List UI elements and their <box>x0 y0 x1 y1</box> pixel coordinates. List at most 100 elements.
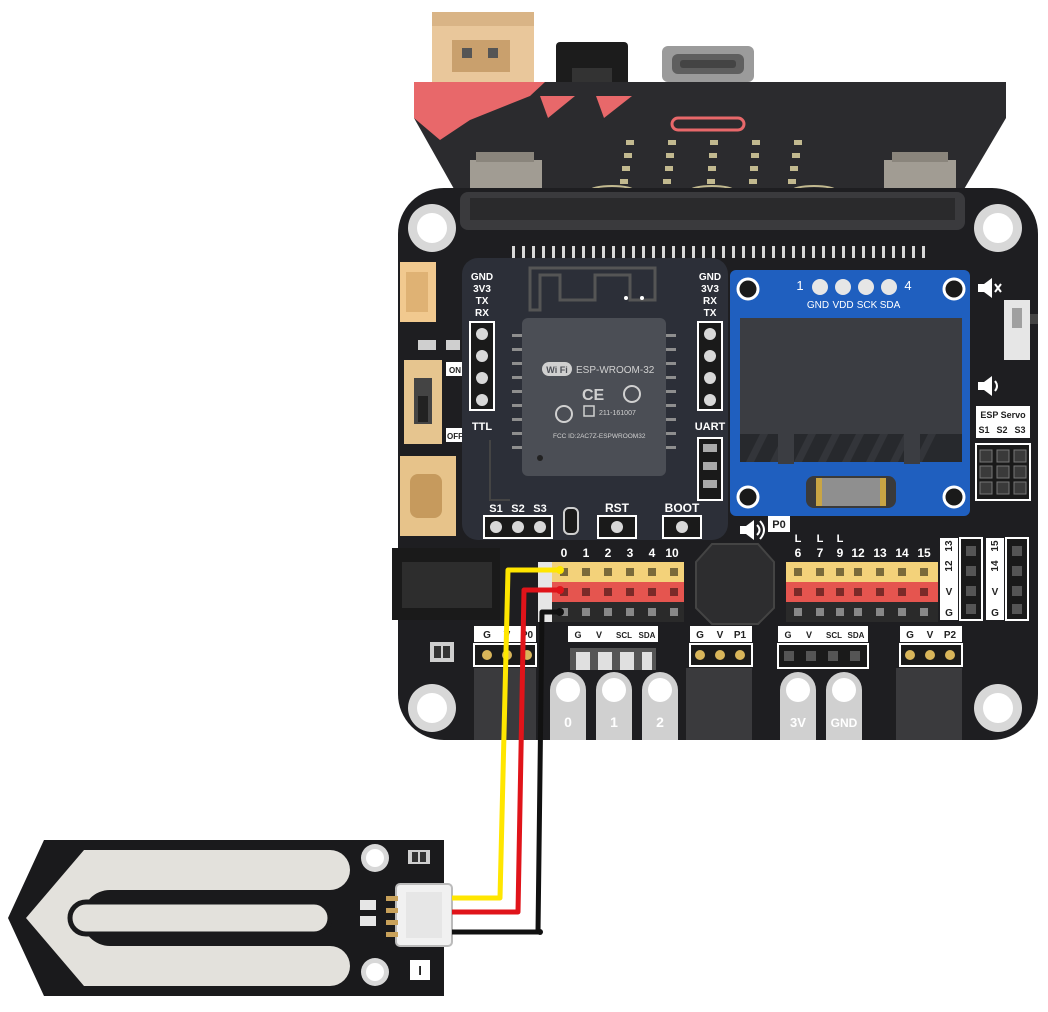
ttl-pin-label: 3V3 <box>473 284 491 295</box>
gvg-label: G <box>945 608 953 619</box>
side-pin-label: 14 <box>990 560 1001 572</box>
port-p2: G V P2 <box>899 626 963 667</box>
boot-button[interactable] <box>662 515 702 539</box>
port-label: SCL <box>826 631 842 640</box>
pin-label: 4 <box>649 546 656 560</box>
ce-mark: CE <box>582 387 605 404</box>
ttl-pin-label: TX <box>476 296 489 307</box>
s-header-label: S2 <box>511 503 524 515</box>
uart-pin-label: GND <box>699 272 721 283</box>
pin-label: 13 <box>873 546 887 560</box>
speaker-switch[interactable] <box>1004 300 1038 360</box>
wire-signal <box>452 567 560 901</box>
oled-pin-label: SDA <box>880 300 901 311</box>
port-label: P1 <box>734 630 747 641</box>
esp-servo-header: ESP Servo S1 S2 S3 <box>975 406 1031 501</box>
ttl-header: GND 3V3 TX RX TTL <box>469 272 495 433</box>
edge-pad-0: 0 <box>550 672 586 740</box>
oled-pin-label: GND <box>807 300 829 311</box>
esp-servo-title: ESP Servo <box>980 410 1026 420</box>
side-header-12-13: G V 12 13 <box>940 537 983 621</box>
s-header: S1 S2 S3 <box>483 503 553 539</box>
mounting-hole <box>974 684 1022 732</box>
ttl-pin-label: GND <box>471 272 493 283</box>
esp-wroom-32-module <box>522 318 666 476</box>
port-label: G <box>574 630 581 640</box>
mounting-hole <box>974 204 1022 252</box>
port-label: G <box>906 630 914 641</box>
s-header-label: S3 <box>533 503 546 515</box>
port-p1: G V P1 <box>689 626 753 667</box>
wifi-logo: Wi Fi <box>546 365 567 375</box>
pin-label: 15 <box>917 546 931 560</box>
rst-label: RST <box>605 501 630 515</box>
oled-pin-start: 1 <box>796 278 803 293</box>
edge-pad-1: 1 <box>596 672 632 740</box>
mounting-hole <box>408 684 456 732</box>
microbit-board <box>414 82 1006 202</box>
port-label: V <box>927 630 934 641</box>
usb-connector <box>662 46 754 82</box>
port-label: G <box>696 630 704 641</box>
esp-servo-port: S3 <box>1014 425 1025 435</box>
oled-display: 1 4 GND VDD SCK SDA <box>730 270 970 516</box>
fcc-id: FCC ID:2AC7Z-ESPWROOM32 <box>553 433 646 440</box>
edge-pad-2: 2 <box>642 672 678 740</box>
pin-label: 3 <box>627 546 634 560</box>
uart-header: GND 3V3 RX TX UART <box>695 272 726 501</box>
port-label: SDA <box>639 631 656 640</box>
sensor-label: I <box>418 963 422 978</box>
pin-label: 9 <box>837 546 844 560</box>
led-indicator <box>563 507 579 535</box>
pin-label: 2 <box>605 546 612 560</box>
pin-label: 0 <box>561 546 568 560</box>
edge-pad-label: 2 <box>656 714 664 730</box>
pin-label: 14 <box>895 546 909 560</box>
side-pin-label: 15 <box>990 540 1001 552</box>
ttl-pin-label: RX <box>475 308 489 319</box>
port-label: G <box>483 630 491 641</box>
port-label: V <box>806 630 812 640</box>
side-header-14-15: G V 14 15 <box>986 537 1029 621</box>
edge-pad-label: GND <box>831 716 858 730</box>
uart-label: UART <box>695 421 726 433</box>
battery-connector <box>432 12 534 84</box>
oled-pin-end: 4 <box>904 278 911 293</box>
mounting-hole <box>408 204 456 252</box>
esp-servo-port: S1 <box>978 425 989 435</box>
speaker-label: P0 <box>772 519 785 531</box>
edge-pad-3v: 3V <box>780 672 816 740</box>
wire-ground <box>452 609 560 935</box>
ttl-label: TTL <box>472 421 492 433</box>
r-code: 211-161007 <box>599 410 636 417</box>
oled-pin-label: SCK <box>857 300 878 311</box>
oled-pin-label: VDD <box>832 300 853 311</box>
moisture-sensor: I <box>8 840 453 996</box>
switch-on-label: ON <box>449 366 461 375</box>
left-pin-header <box>552 562 684 622</box>
uart-pin-label: TX <box>704 308 717 319</box>
pin-label: 6 <box>795 546 802 560</box>
edge-pad-label: 1 <box>610 714 618 730</box>
mute-icon <box>978 278 1002 298</box>
port-label: G <box>784 630 791 640</box>
side-pin-label: 13 <box>944 540 955 552</box>
right-pin-labels: L L L 6 7 9 12 13 14 15 <box>795 533 931 560</box>
edge-pad-label: 3V <box>790 715 806 730</box>
cert-icon <box>555 405 573 423</box>
port-label: P2 <box>944 630 957 641</box>
port-label: V <box>596 630 602 640</box>
jack-connector <box>556 42 628 86</box>
pin-label: 12 <box>851 546 865 560</box>
port-i2c-b: G V SCL SDA <box>777 626 869 669</box>
p0-speaker-icon <box>740 520 765 540</box>
pin-label: 7 <box>817 546 824 560</box>
pin-l-label: L <box>817 533 824 545</box>
boot-label: BOOT <box>665 501 700 515</box>
rst-button[interactable] <box>597 515 637 539</box>
edge-pad-label: 0 <box>564 714 572 730</box>
port-label: P0 <box>521 630 534 641</box>
port-i2c-a: G V SCL SDA <box>568 626 658 670</box>
module-name: ESP-WROOM-32 <box>576 365 655 376</box>
